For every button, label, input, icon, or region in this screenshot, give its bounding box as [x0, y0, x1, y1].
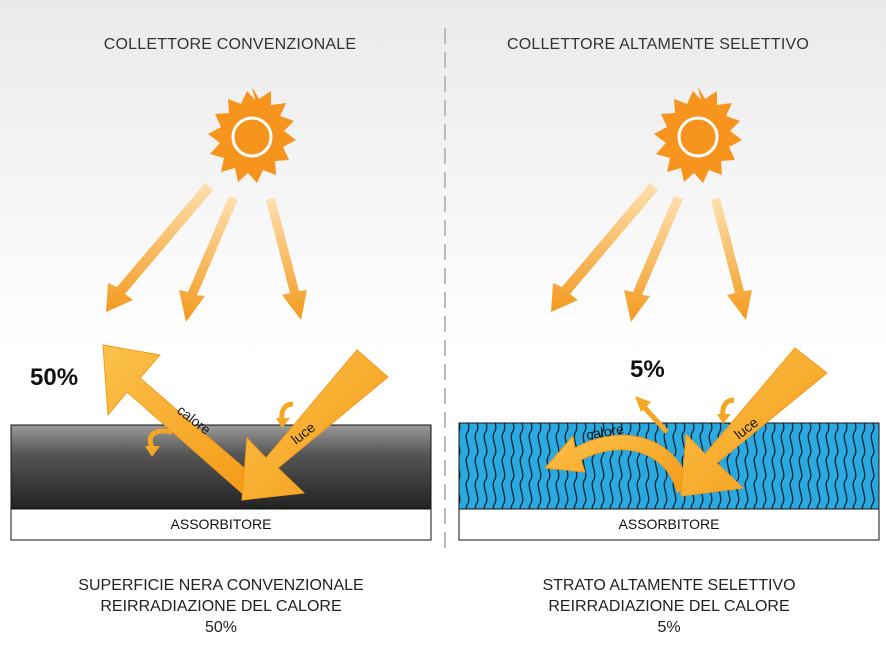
light-incoming-arrow: [680, 347, 828, 497]
sun-icon: [208, 87, 296, 183]
left-caption-line-3: 50%: [204, 619, 238, 636]
left-panel-title: COLLETTORE CONVENZIONALE: [103, 36, 357, 53]
right-heat-label: calore: [585, 421, 626, 443]
heat-curved-arrow: [543, 434, 691, 493]
ray-arrow-3: [711, 198, 752, 320]
ray-arrow-2: [179, 196, 238, 322]
small-heat-curl-arrow: [147, 428, 173, 449]
right-caption-line-3: 5%: [657, 619, 681, 636]
right-diagram: calore luce: [458, 87, 880, 541]
panel-divider: [444, 28, 446, 548]
left-percentage: 50%: [30, 364, 79, 391]
right-caption-line-1: STRATO ALTAMENTE SELETTIVO: [542, 577, 796, 594]
left-caption-line-2: REIRRADIAZIONE DEL CALORE: [100, 598, 342, 615]
right-panel-title: COLLETTORE ALTAMENTE SELETTIVO: [506, 36, 810, 53]
ray-arrow-1: [106, 183, 213, 312]
heat-reflection-arrow: [102, 344, 259, 495]
right-caption-line-2: REIRRADIAZIONE DEL CALORE: [548, 598, 790, 615]
ray-arrow-3: [266, 198, 307, 320]
absorber-box: [10, 508, 432, 541]
ray-arrow-1: [551, 183, 658, 312]
left-caption-line-1: SUPERFICIE NERA CONVENZIONALE: [78, 577, 364, 594]
left-absorber-label: ASSORBITORE: [170, 516, 272, 532]
small-reradiation-arrow: [641, 404, 669, 434]
right-caption: STRATO ALTAMENTE SELETTIVO REIRRADIAZION…: [459, 575, 879, 638]
right-absorber-label: ASSORBITORE: [618, 516, 720, 532]
absorber-box: [458, 508, 880, 541]
light-incoming-arrow: [241, 349, 389, 501]
ray-arrow-2: [624, 196, 683, 322]
right-percentage: 5%: [630, 356, 665, 383]
left-caption: SUPERFICIE NERA CONVENZIONALE REIRRADIAZ…: [11, 575, 431, 638]
sun-icon: [654, 87, 742, 183]
left-diagram: calore luce: [10, 87, 432, 541]
